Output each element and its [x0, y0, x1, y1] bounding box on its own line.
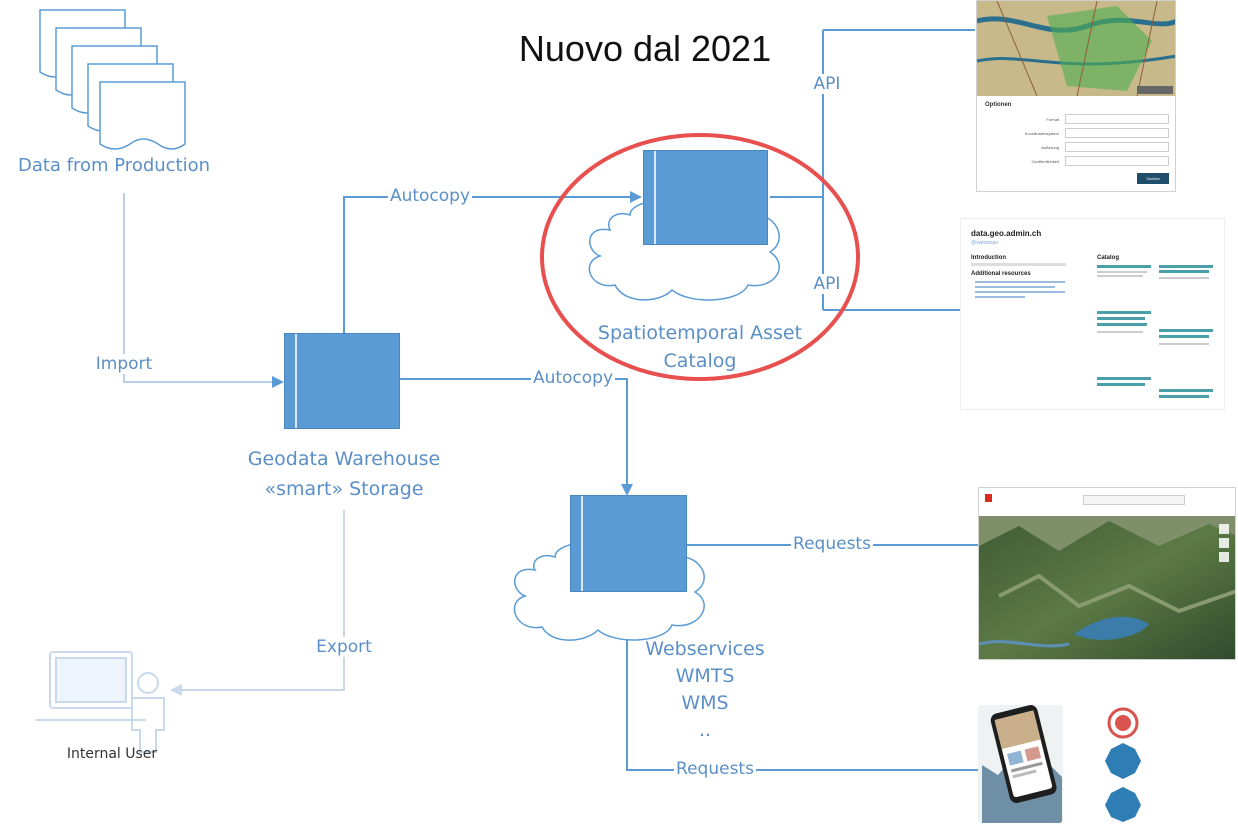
option-select-format[interactable] [1065, 114, 1169, 124]
webservices-box [570, 495, 687, 592]
warehouse-box [284, 333, 400, 429]
wmts-line: WMTS [675, 665, 735, 687]
award-badge-blue-icon-2 [1105, 787, 1141, 822]
page-title: Nuovo dal 2021 [518, 28, 772, 69]
award-badge-blue-icon [1105, 743, 1141, 779]
options-heading: Optionen [985, 102, 1012, 108]
requests-bottom-label: Requests [674, 759, 756, 779]
laptop-icon [36, 651, 146, 721]
viewer-header [979, 488, 1235, 517]
documents-icon [39, 9, 186, 150]
portal-site-title: data.geo.admin.ch [971, 229, 1042, 238]
person-icon [131, 672, 165, 753]
edge-export [170, 510, 345, 696]
option-label-format: Format [1046, 116, 1059, 122]
edge-autocopy-mid [400, 378, 633, 496]
viewer-search-input[interactable] [1083, 495, 1185, 505]
edge-api [770, 29, 975, 311]
award-badges [1105, 707, 1141, 822]
edge-production-import [123, 193, 284, 388]
option-select-resolution[interactable] [1065, 142, 1169, 152]
mobile-app-screenshot [978, 705, 1063, 823]
ellipsis-line: .. [698, 719, 712, 741]
portal-resources: Additional resources [971, 271, 1031, 277]
requests-top-label: Requests [791, 534, 873, 554]
wms-line: WMS [681, 692, 729, 714]
portal-intro: Introduction [971, 255, 1006, 261]
map-options-screenshot: Optionen Format Koordinatensystem Auflös… [976, 0, 1176, 192]
option-label-public: Geoffentlichkeit [1031, 158, 1060, 164]
option-select-crs[interactable] [1065, 128, 1169, 138]
option-select-public[interactable] [1065, 156, 1169, 166]
api-top-label: API [811, 74, 843, 94]
topo-map-thumbnail [977, 1, 1175, 96]
highlight-circle [540, 133, 860, 381]
search-button[interactable]: Suchen [1137, 173, 1169, 184]
stac-label-line2: Catalog [663, 350, 737, 372]
phone-illustration [978, 705, 1063, 823]
portal-catalog: Catalog [1097, 255, 1120, 261]
webservices-line: Webservices [645, 638, 765, 660]
terrain-map [979, 516, 1235, 659]
internal-user-label: Internal User [66, 746, 158, 762]
map-viewer-screenshot [978, 487, 1236, 660]
export-label: Export [314, 637, 374, 657]
stac-box [643, 150, 768, 245]
portal-handle: @swisstopo [971, 240, 999, 246]
options-form: Format Koordinatensystem Auflösung Geoff… [985, 113, 1169, 169]
stac-label-line1: Spatiotemporal Asset [597, 322, 803, 344]
autocopy-top-label: Autocopy [387, 186, 473, 206]
swiss-flag-icon [985, 494, 992, 502]
api-bottom-label: API [811, 274, 843, 294]
autocopy-mid-label: Autocopy [530, 368, 616, 388]
warehouse-label-line1: Geodata Warehouse [247, 448, 441, 470]
catalog-cards [1097, 265, 1215, 405]
warehouse-label-line2: «smart» Storage [264, 478, 424, 500]
option-label-crs: Koordinatensystem [1024, 130, 1059, 136]
edge-requests-bottom [626, 600, 978, 771]
data-portal-screenshot: data.geo.admin.ch @swisstopo Introductio… [960, 218, 1225, 410]
webservices-label: Webservices WMTS WMS .. [645, 636, 764, 744]
edge-autocopy-top [343, 191, 642, 333]
production-label: Data from Production [17, 155, 211, 176]
import-label: Import [93, 354, 155, 374]
option-label-resolution: Auflösung [1041, 144, 1059, 150]
